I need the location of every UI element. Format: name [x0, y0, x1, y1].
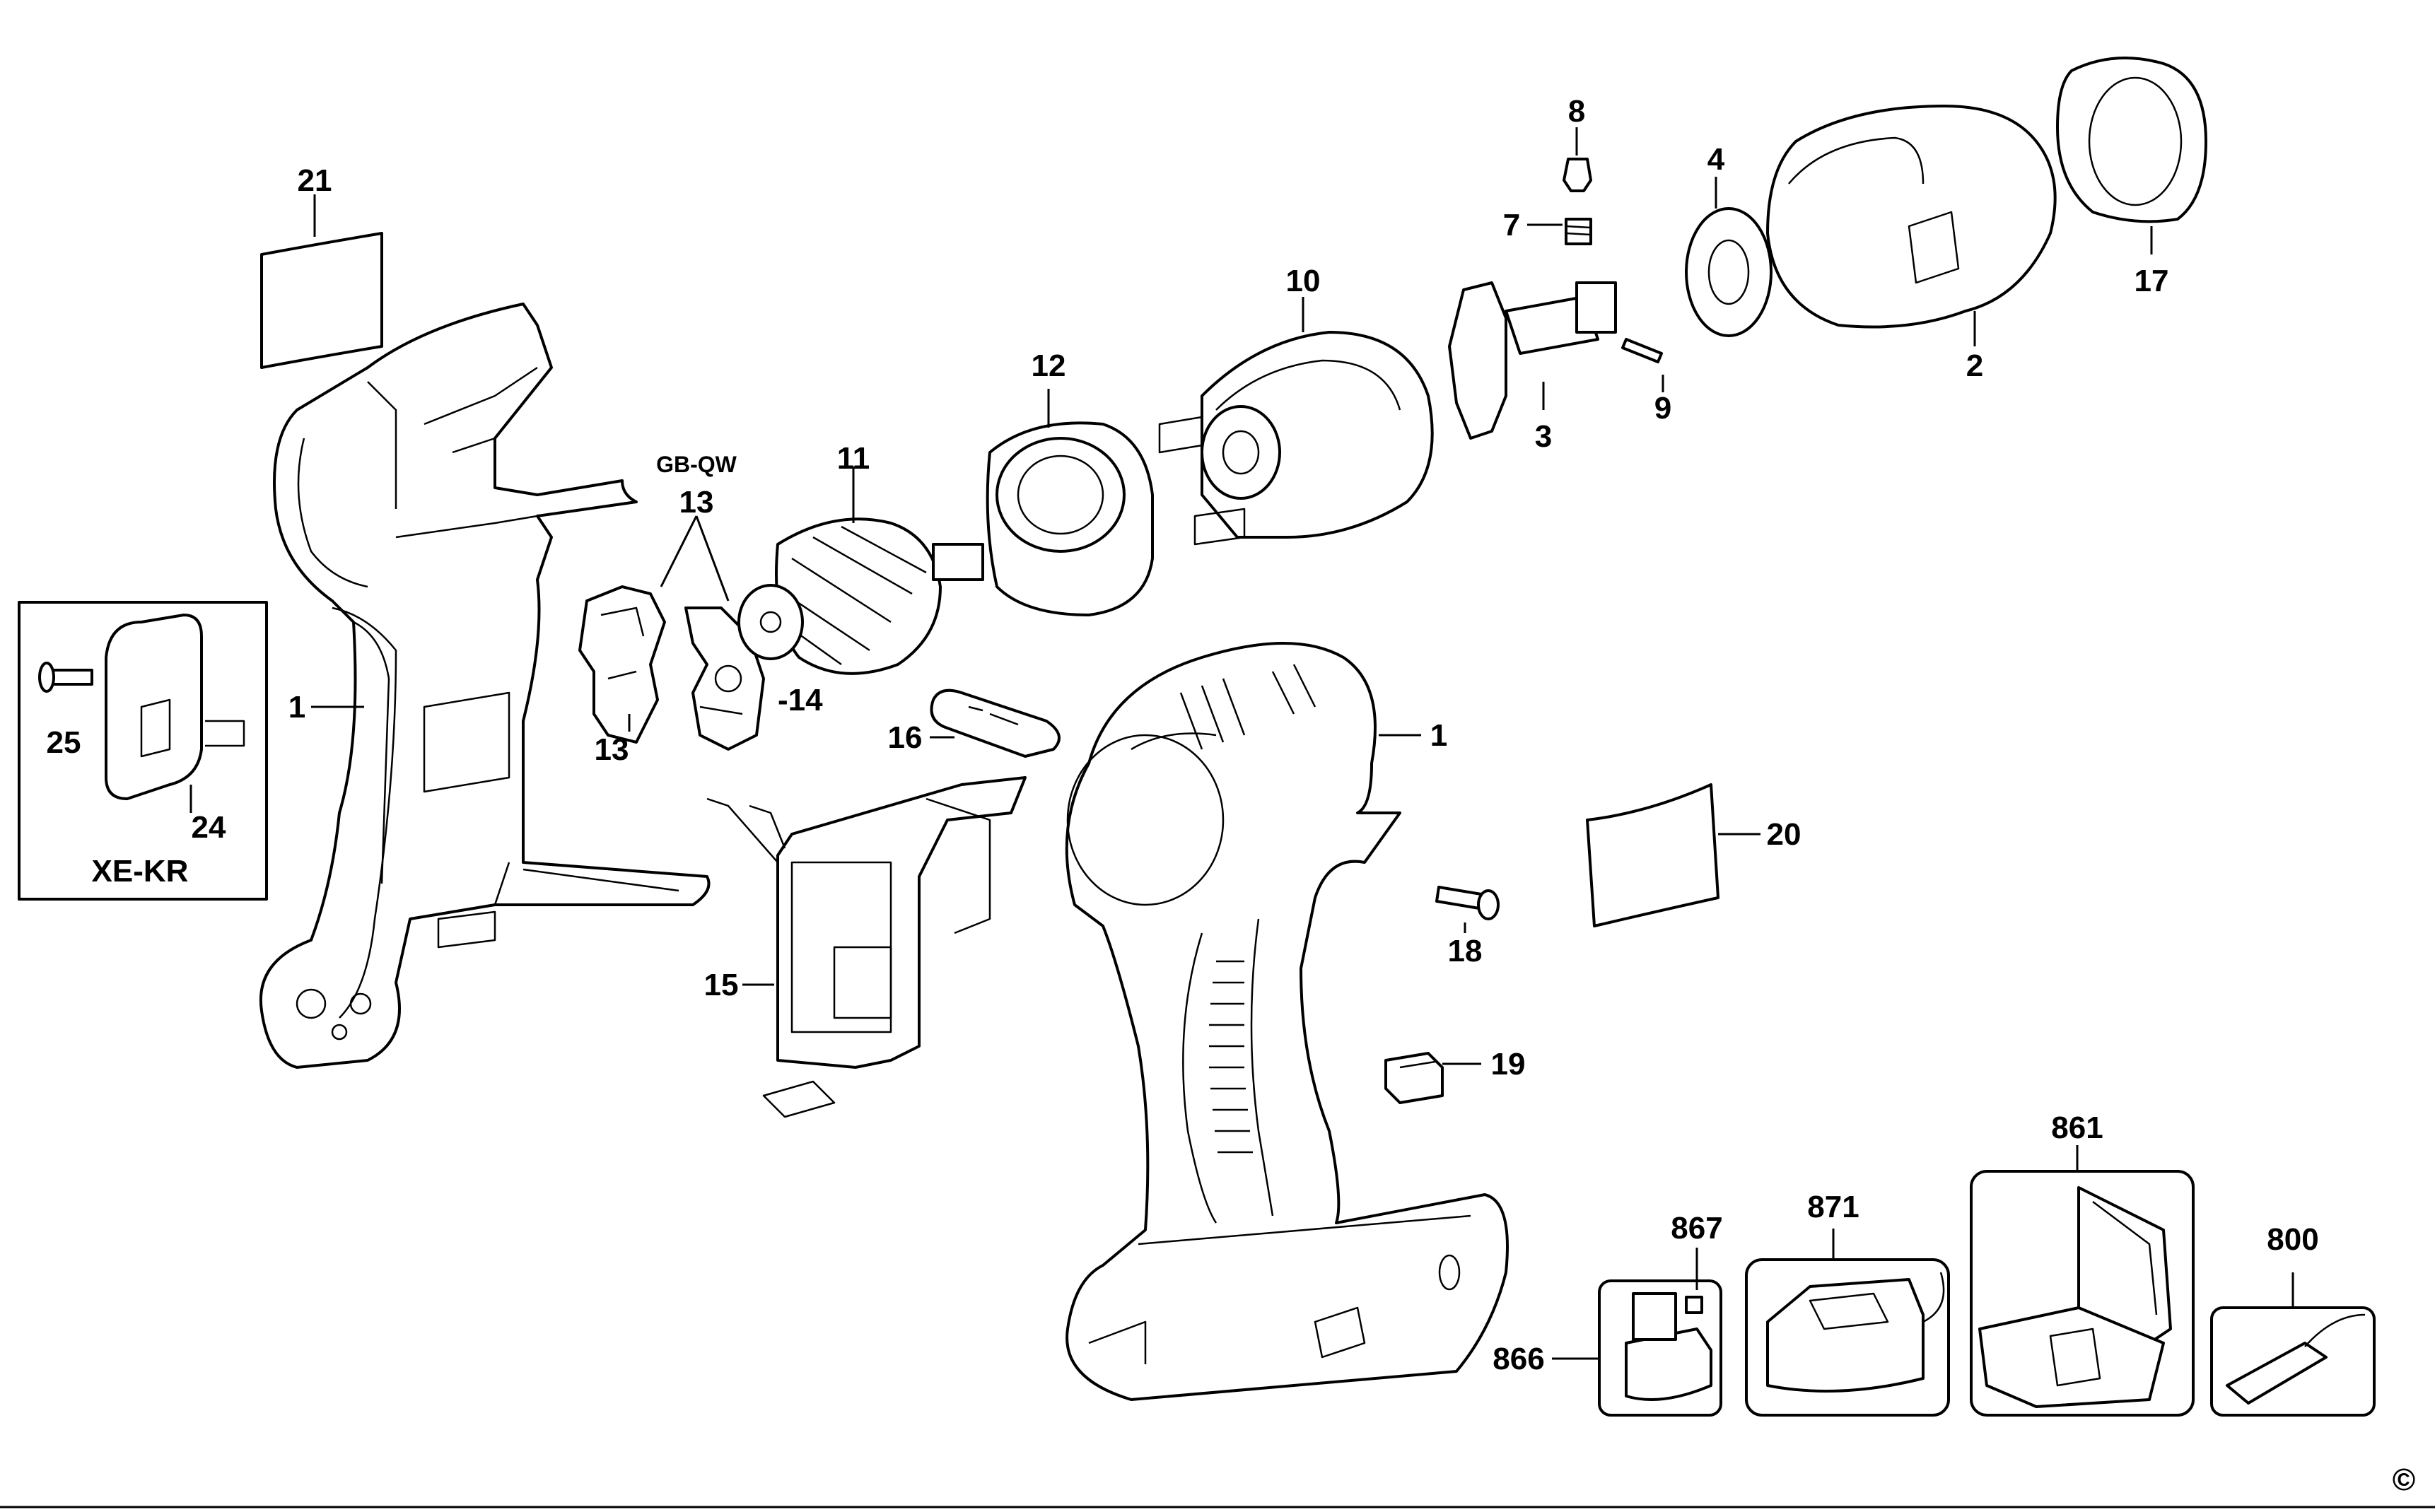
variant-gb-qw: GB-QW — [656, 452, 737, 477]
xe-kr-variant-box — [18, 601, 268, 901]
callout-20: 20 — [1767, 817, 1802, 852]
copyright-mark: © — [2393, 1463, 2415, 1497]
callout-8: 8 — [1568, 94, 1585, 129]
part-21-label-sticker — [260, 194, 383, 369]
callout-9: 9 — [1654, 391, 1671, 426]
callout-25: 25 — [47, 725, 81, 760]
part-16-switch-slider — [930, 688, 1061, 758]
part-867-cap — [1685, 1296, 1703, 1314]
part-1-housing-left — [259, 303, 711, 1069]
callout-867: 867 — [1671, 1211, 1722, 1246]
callout-13-bottom: 13 — [595, 732, 629, 767]
part-861-case-box — [1970, 1145, 2195, 1417]
callout-21: 21 — [298, 163, 332, 198]
callout-18: 18 — [1448, 934, 1483, 968]
callout-15: 15 — [704, 968, 739, 1002]
callout-3: 3 — [1535, 419, 1552, 454]
callout-14: -14 — [778, 683, 823, 717]
callout-4: 4 — [1707, 142, 1725, 177]
variant-xe-kr: XE-KR — [92, 854, 189, 889]
part-18-screw — [1435, 886, 1500, 933]
part-11-armature — [737, 467, 984, 675]
callout-871: 871 — [1807, 1190, 1859, 1224]
callout-16: 16 — [888, 720, 923, 755]
part-15-switch — [706, 776, 1027, 1118]
callout-12: 12 — [1032, 348, 1066, 383]
part-20-label-sticker — [1586, 783, 1760, 927]
part-3-anvil — [1448, 281, 1617, 440]
part-10-gear-case — [1158, 297, 1434, 546]
part-17-boot — [2056, 57, 2207, 254]
callout-861: 861 — [2051, 1110, 2103, 1145]
part-866-battery-box — [1552, 1248, 1722, 1417]
callout-17: 17 — [2135, 264, 2169, 298]
part-2-nose-cover — [1766, 105, 2057, 346]
callout-800: 800 — [2267, 1222, 2318, 1257]
part-8-plunger — [1563, 127, 1592, 192]
callout-13-top: 13 — [679, 485, 714, 520]
callout-24: 24 — [192, 810, 226, 845]
part-12-ring-gear — [986, 389, 1154, 616]
part-4-washer — [1685, 177, 1773, 337]
callout-11: 11 — [837, 441, 870, 476]
callout-7: 7 — [1503, 208, 1520, 242]
part-7-spring — [1527, 218, 1592, 245]
part-25-screw — [38, 662, 93, 693]
callout-19: 19 — [1491, 1047, 1526, 1082]
part-1-housing-right — [1065, 642, 1509, 1401]
part-871-charger-box — [1745, 1229, 1950, 1417]
callout-10: 10 — [1286, 264, 1321, 298]
callout-2: 2 — [1966, 348, 1983, 383]
part-13-brush-holder — [578, 585, 666, 744]
part-9-pin — [1621, 338, 1664, 392]
part-19-clip — [1384, 1052, 1481, 1104]
callout-866: 866 — [1493, 1342, 1544, 1376]
part-800-box — [2210, 1272, 2376, 1417]
callout-1-right: 1 — [1430, 718, 1447, 753]
callout-1-left: 1 — [288, 690, 305, 725]
